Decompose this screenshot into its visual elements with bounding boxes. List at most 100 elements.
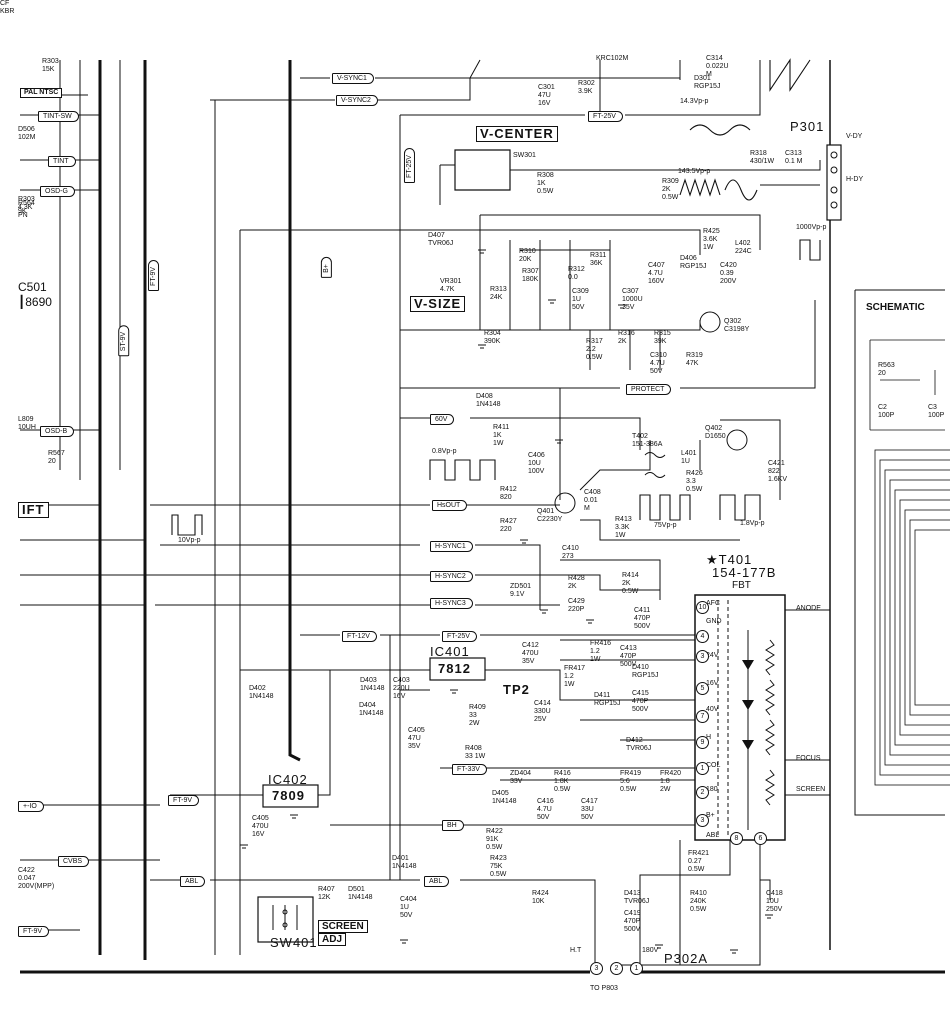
component-label: R303 15K xyxy=(42,58,59,73)
ic501-label-b: ┃8690 xyxy=(18,295,52,309)
screen-adj-block-2: ADJ xyxy=(318,933,347,946)
component-label: R422 91K 0.5W xyxy=(486,828,503,851)
t401-pin-label: 24V xyxy=(706,652,719,659)
net-h-sync3: H-SYNC3 xyxy=(430,598,473,609)
component-label: R414 2K 0.5W xyxy=(622,572,639,595)
component-label: L402 224C xyxy=(735,240,752,255)
net-hsout: HsOUT xyxy=(432,500,468,511)
component-label: C309 1U 50V xyxy=(572,288,589,311)
component-label: C313 0.1 M xyxy=(785,150,803,165)
net-ft-9v-vertical: FT-9V xyxy=(148,259,160,292)
net-ft-9v-bottom: FT-9V xyxy=(168,795,200,806)
component-label: C417 33U 50V xyxy=(581,798,598,821)
component-label: R428 2K xyxy=(568,575,585,590)
component-label: 75Vp-p xyxy=(654,522,677,529)
connector-p302a: P302A xyxy=(664,951,709,966)
v-center-block: V-CENTER xyxy=(476,126,558,142)
component-label: R563 20 xyxy=(878,362,895,377)
conn-pin-3: 3 xyxy=(590,962,603,975)
transformer-t402: T402 151-386A xyxy=(632,433,663,448)
component-label: L401 1U xyxy=(681,450,697,465)
component-label: R307 180K xyxy=(522,268,539,283)
component-label: C301 47U 16V xyxy=(538,84,555,107)
net-cvbs: CVBS xyxy=(58,856,90,867)
component-label: C418 10U 250V xyxy=(766,890,783,913)
component-label: C2 100P xyxy=(878,404,895,419)
component-label: C410 273 xyxy=(562,545,579,560)
component-label: R424 10K xyxy=(532,890,549,905)
net-ft-25v-top: FT-25V xyxy=(588,111,623,122)
component-label: C405 47U 35V xyxy=(408,727,425,750)
component-label: R319 47K xyxy=(686,352,703,367)
t401-pin-label: GND xyxy=(706,618,722,625)
net-ft-12v: FT-12V xyxy=(342,631,377,642)
switch-sw401: SW401 xyxy=(270,935,318,950)
component-label: R303 4.3K PN xyxy=(18,196,35,219)
transistor-q401: Q401 C2230Y xyxy=(537,508,563,523)
net-bh: BH xyxy=(442,820,464,831)
net-ft-25v-mid: FT-25V xyxy=(442,631,477,642)
t401-fbt: FBT xyxy=(732,580,751,591)
t401-pin-number: 9 xyxy=(696,736,709,749)
component-label: SCREEN xyxy=(796,786,826,793)
component-label: VR301 4.7K xyxy=(440,278,462,293)
t401-pin-label: 16V xyxy=(706,680,719,687)
conn-pin-1: 1 xyxy=(630,962,643,975)
component-label: R302 3.9K xyxy=(578,80,595,95)
net-ft-25v-vertical: FT-25V xyxy=(403,148,415,183)
component-label: C411 470P 500V xyxy=(634,607,651,630)
component-label: R312 0.0 xyxy=(568,266,585,281)
component-label: V-DY xyxy=(846,133,863,140)
component-label: D406 RGP15J xyxy=(680,255,707,270)
t401-pin-number: 6 xyxy=(754,832,767,845)
component-label: C421 822 1.6KV xyxy=(768,460,788,483)
net-ft-9v-left: FT-9V xyxy=(18,926,50,937)
component-label: 1.8Vp-p xyxy=(740,520,765,527)
net-60v: 60V xyxy=(430,414,455,425)
component-label: D403 1N4148 xyxy=(360,677,385,692)
component-label: R426 3.3 0.5W xyxy=(686,470,703,493)
net-tint-sw: TINT-SW xyxy=(38,111,79,122)
component-label: C413 470P 500V xyxy=(620,645,637,668)
component-label: D408 1N4148 xyxy=(476,393,501,408)
component-label: R410 240K 0.5W xyxy=(690,890,707,913)
t401-pin-label: H xyxy=(706,734,712,741)
component-label: L809 10UH xyxy=(18,416,36,431)
component-label: R311 36K xyxy=(590,252,607,267)
component-label: D301 RGP15J xyxy=(694,75,721,90)
net-h-sync1: H-SYNC1 xyxy=(430,541,473,552)
pal-ntsc-switch: PAL NTSC xyxy=(20,88,63,98)
net-protect: PROTECT xyxy=(626,384,672,395)
t401-pin-number: 3 xyxy=(696,814,709,827)
t401-pin-number: 5 xyxy=(696,682,709,695)
component-label: R310 20K xyxy=(519,248,536,263)
component-label: C406 10U 100V xyxy=(528,452,545,475)
component-label: FR421 0.27 0.5W xyxy=(688,850,710,873)
component-label: 0.8Vp-p xyxy=(432,448,457,455)
t401-pin-number: 2 xyxy=(696,786,709,799)
component-label: H-DY xyxy=(846,176,864,183)
component-label: C416 4.7U 50V xyxy=(537,798,554,821)
ic402-name: IC402 xyxy=(268,772,308,787)
component-label: D410 RGP15J xyxy=(632,664,659,679)
t401-name: ★T401 xyxy=(706,552,753,567)
label-ht: H.T xyxy=(570,947,582,954)
component-label: D405 1N4148 xyxy=(492,790,517,805)
component-label: R564 9K xyxy=(18,200,35,215)
ift-block: IFT xyxy=(18,502,49,518)
component-label: C408 0.01 M xyxy=(584,489,601,512)
t401-pin-number: 10 xyxy=(696,601,709,614)
component-label: R316 2K xyxy=(618,330,635,345)
transistor-q402: Q402 D1650 xyxy=(705,425,726,440)
screen-adj-block-1: SCREEN xyxy=(318,920,368,933)
net-b-plus: B+ xyxy=(320,257,332,278)
net-abl-1: ABL xyxy=(180,876,206,887)
label-180v: 180V xyxy=(642,947,659,954)
component-label: D404 1N4148 xyxy=(359,702,384,717)
connector-p301: P301 xyxy=(790,119,825,134)
component-label: C415 470P 500V xyxy=(632,690,649,713)
component-label: C307 1000U 35V xyxy=(622,288,643,311)
component-label: R308 1K 0.5W xyxy=(537,172,554,195)
t401-pin-label: COL xyxy=(706,762,721,769)
schematic-title: SCHEMATIC xyxy=(866,302,925,313)
